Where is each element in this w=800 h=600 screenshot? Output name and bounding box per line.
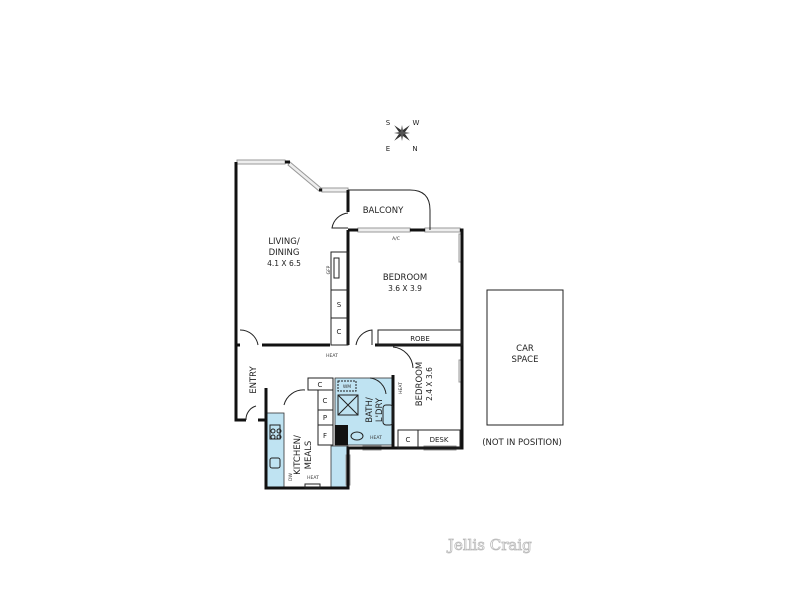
cupboard-c2: C [323,397,328,405]
compass-e: E [386,145,390,153]
bedroom2-label: BEDROOM [415,362,425,406]
laundry-label: L'DRY [375,397,385,422]
shelf-label: S [337,301,342,309]
gfp-label: GFP [326,265,332,274]
heat-label-bath: HEAT [370,435,382,441]
space-label: SPACE [512,355,539,365]
bedroom2-size: 2.4 X 3.6 [425,367,434,401]
bath-label: BATH/ [365,397,375,423]
ac-label: A/C [392,236,400,242]
pantry-label: P [323,414,327,422]
kitchen-label: KITCHEN/ [293,435,303,475]
compass-n: N [412,145,417,153]
compass-s: S [386,119,391,127]
cupboards [269,251,463,489]
bedroom1-label: BEDROOM [383,273,427,283]
wet-areas [266,377,394,489]
desk-label: DESK [430,436,449,444]
compass-w: W [413,119,420,127]
fridge-label: F [323,432,327,440]
car-label: CAR [516,344,534,354]
chimney-block [335,425,348,445]
living-label: LIVING/ [268,237,300,247]
cupboard-c3: C [406,436,411,444]
cupboard-c1: C [318,381,323,389]
logo: Jellis Craig [446,536,532,554]
meals-label: MEALS [304,441,314,470]
doors [239,212,414,421]
balcony-label: BALCONY [363,206,404,216]
dw-label: DW [288,472,294,480]
car-note: (NOT IN POSITION) [482,438,562,448]
living-size: 4.1 X 6.5 [267,259,301,268]
compass-icon: S W E N [386,119,420,153]
stove-icon [270,428,282,440]
dining-label: DINING [269,248,300,258]
heat-label-kitchen: HEAT [307,475,319,481]
heat-label-hall: HEAT [326,353,338,359]
wm-label: WM [343,384,351,390]
entry-label: ENTRY [249,365,259,393]
robe-label: ROBE [410,335,430,343]
cupboard-label: C [337,328,342,336]
bedroom1-size: 3.6 X 3.9 [388,284,422,293]
heat-label-bed2: HEAT [398,382,404,394]
car-space [486,289,564,426]
